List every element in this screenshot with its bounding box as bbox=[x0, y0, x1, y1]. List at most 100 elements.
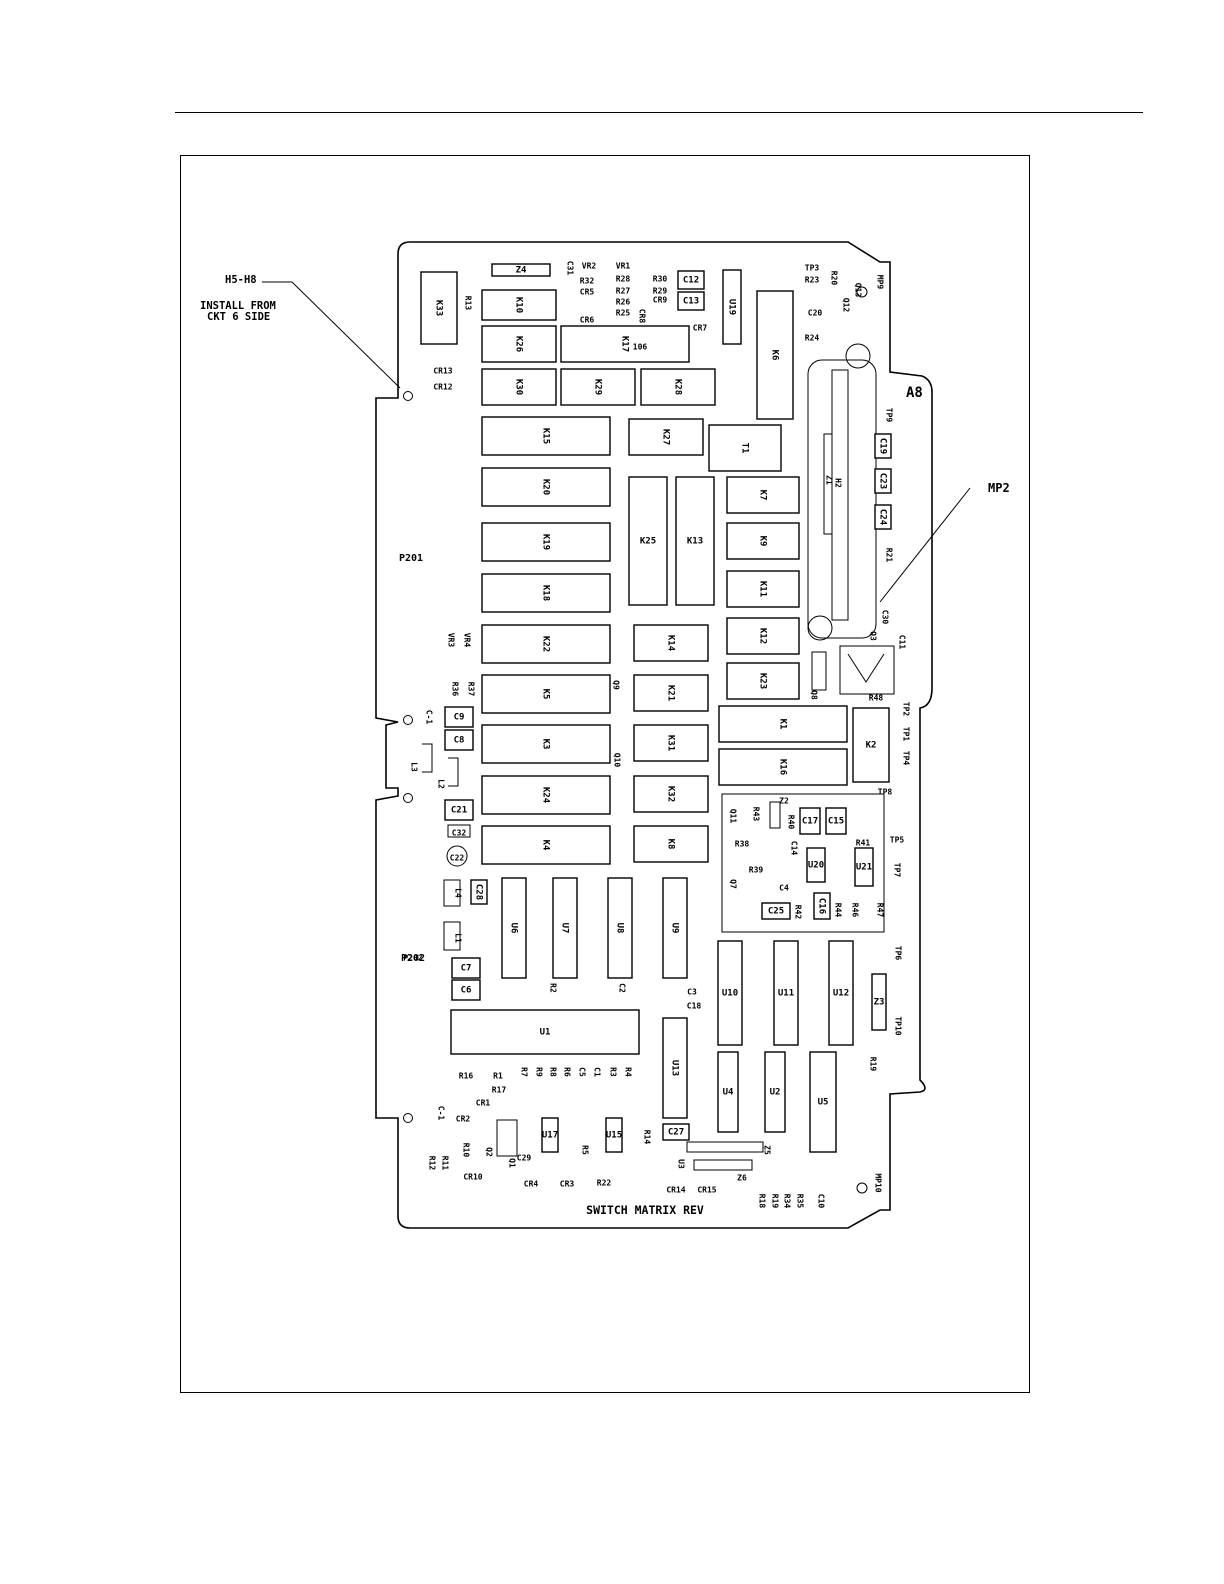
ref-designator: Q7 bbox=[729, 879, 738, 889]
mounting-hole bbox=[856, 1182, 868, 1194]
component-k26: K26 bbox=[481, 325, 557, 363]
component-body bbox=[628, 418, 704, 456]
component-body bbox=[813, 892, 831, 920]
component-ref-label: K16 bbox=[778, 759, 788, 775]
ref-designator: CR5 bbox=[580, 288, 595, 297]
ref-designator: R29 bbox=[653, 287, 668, 296]
component-ref-label: U9 bbox=[670, 923, 680, 934]
ref-designator: 106 bbox=[633, 343, 648, 352]
mp2-leader bbox=[879, 487, 971, 603]
component-k3: K3 bbox=[481, 724, 611, 764]
mounting-hole-large bbox=[845, 343, 871, 369]
ref-designator: R41 bbox=[856, 839, 871, 848]
component-ref-label: U5 bbox=[818, 1098, 829, 1108]
component-ref-label: C21 bbox=[451, 806, 467, 816]
component-ref-label: C23 bbox=[878, 473, 888, 489]
ref-designator: Q12 bbox=[842, 298, 851, 313]
component-u1: U1 bbox=[450, 1009, 640, 1055]
ref-designator: Q10 bbox=[613, 753, 622, 768]
ref-designator: R3 bbox=[609, 1067, 618, 1077]
ref-designator: Q3 bbox=[869, 631, 878, 641]
ref-designator: C20 bbox=[808, 309, 823, 318]
component-ref-label: U20 bbox=[808, 861, 824, 871]
component-body bbox=[541, 1117, 559, 1153]
component-k27: K27 bbox=[628, 418, 704, 456]
component-body bbox=[825, 807, 847, 835]
component-ref-label: K33 bbox=[434, 300, 444, 316]
component-ref-label: K4 bbox=[541, 840, 551, 851]
component-k24: K24 bbox=[481, 775, 611, 815]
ref-designator: R46 bbox=[851, 903, 860, 918]
z1-resistor-network bbox=[823, 433, 833, 535]
ref-designator: R34 bbox=[783, 1194, 792, 1209]
component-body bbox=[560, 368, 636, 406]
component-u4: U4 bbox=[717, 1051, 739, 1133]
component-ref-label: K30 bbox=[514, 379, 524, 395]
component-body bbox=[677, 291, 705, 311]
ref-designator: R7 bbox=[520, 1067, 529, 1077]
component-body bbox=[481, 825, 611, 865]
component-body bbox=[481, 573, 611, 613]
component-body bbox=[552, 877, 578, 979]
component-body bbox=[726, 570, 800, 608]
ref-designator: Q1 bbox=[508, 1158, 517, 1168]
ref-designator: C32 bbox=[452, 829, 467, 838]
component-k22: K22 bbox=[481, 624, 611, 664]
component-body bbox=[773, 940, 799, 1046]
component-k6: K6 bbox=[756, 290, 794, 420]
ref-designator: C-1 bbox=[437, 1106, 446, 1121]
component-body bbox=[764, 1051, 786, 1133]
component-body bbox=[677, 270, 705, 290]
component-body bbox=[420, 271, 458, 345]
mounting-hole bbox=[403, 715, 413, 725]
component-ref-label: K3 bbox=[541, 739, 551, 750]
ref-designator: R22 bbox=[597, 1179, 612, 1188]
component-ref-label: C9 bbox=[454, 713, 465, 723]
sub-circuit-region bbox=[721, 793, 885, 933]
component-body bbox=[874, 468, 892, 494]
component-ref-label: K14 bbox=[666, 635, 676, 652]
q3-transistor bbox=[839, 645, 895, 695]
ref-designator: C2 bbox=[618, 983, 627, 993]
component-ref-label: U8 bbox=[615, 923, 625, 934]
ref-designator: R26 bbox=[616, 298, 631, 307]
ref-designator: R17 bbox=[492, 1086, 507, 1095]
ref-designator: C10 bbox=[817, 1194, 826, 1209]
component-z3: Z3 bbox=[871, 973, 887, 1031]
component-k8: K8 bbox=[633, 825, 709, 863]
ref-designator: R2 bbox=[549, 983, 558, 993]
component-body bbox=[633, 775, 709, 813]
component-body bbox=[717, 940, 743, 1046]
ref-designator: L1 bbox=[454, 933, 463, 943]
component-ref-label: K7 bbox=[758, 490, 768, 501]
mp2-callout-label: MP2 bbox=[988, 481, 1010, 495]
ref-designator: L3 bbox=[410, 762, 419, 772]
component-ref-label: C12 bbox=[683, 276, 699, 286]
component-ref-label: K19 bbox=[541, 534, 551, 550]
component-u15: U15 bbox=[605, 1117, 623, 1153]
component-body bbox=[799, 807, 821, 835]
ref-designator: CR10 bbox=[463, 1173, 482, 1182]
component-ref-label: K8 bbox=[666, 839, 676, 850]
component-c12: C12 bbox=[677, 270, 705, 290]
ref-designator: CR15 bbox=[697, 1186, 716, 1195]
component-ref-label: C17 bbox=[802, 817, 818, 827]
ref-designator: R21 bbox=[885, 548, 894, 563]
component-ref-label: K6 bbox=[770, 350, 780, 361]
component-body bbox=[718, 748, 848, 786]
component-body bbox=[481, 674, 611, 714]
component-body bbox=[481, 522, 611, 562]
component-k30: K30 bbox=[481, 368, 557, 406]
component-ref-label: K31 bbox=[666, 735, 676, 751]
component-u12: U12 bbox=[828, 940, 854, 1046]
ref-designator: R39 bbox=[749, 866, 764, 875]
assembly-label: A8 bbox=[906, 385, 923, 401]
component-k9: K9 bbox=[726, 522, 800, 560]
component-body bbox=[640, 368, 716, 406]
mounting-hole bbox=[403, 793, 413, 803]
component-ref-label: U10 bbox=[722, 989, 738, 999]
component-body bbox=[874, 504, 892, 530]
l4-inductor bbox=[443, 879, 461, 907]
component-c24: C24 bbox=[874, 504, 892, 530]
